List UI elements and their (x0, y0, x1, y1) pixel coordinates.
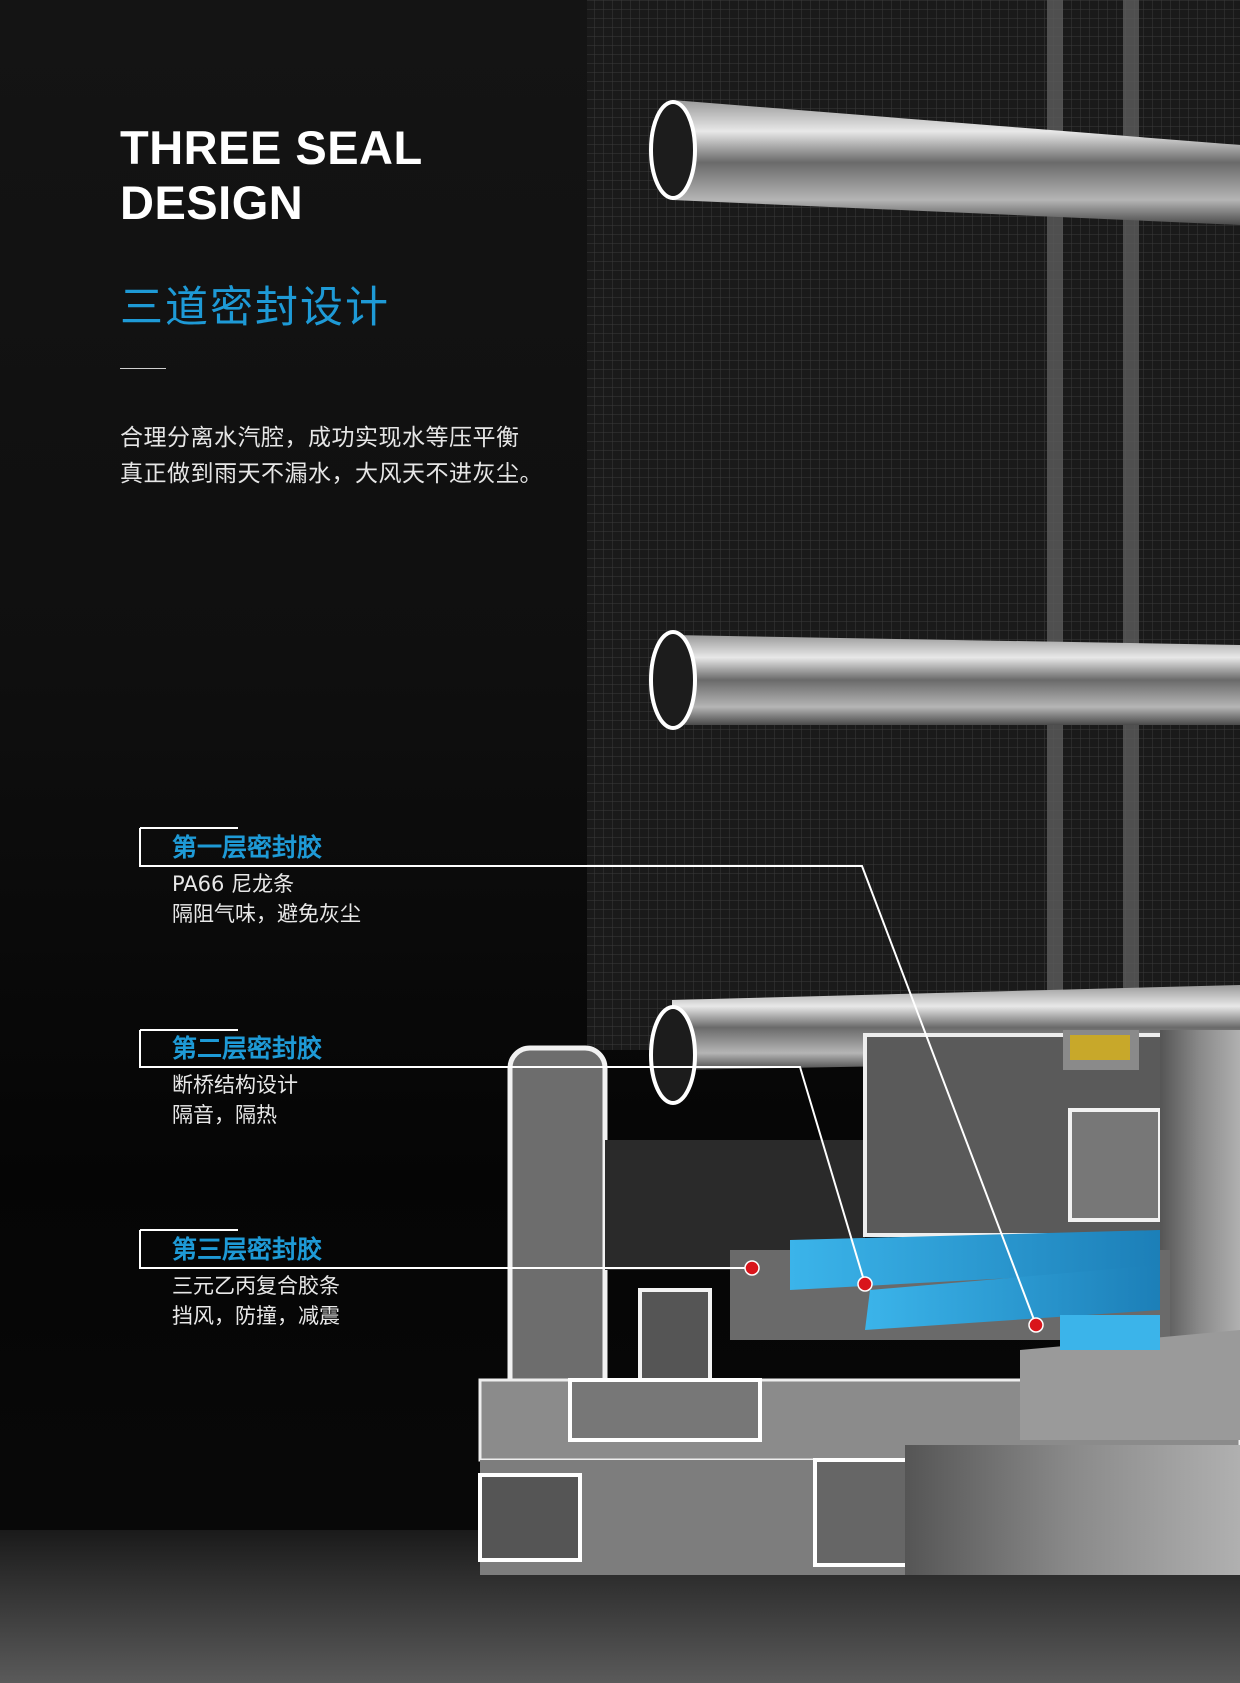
marker-seal-1 (1028, 1317, 1044, 1333)
gasket-2 (865, 1265, 1160, 1330)
description-line: 合理分离水汽腔，成功实现水等压平衡 (120, 425, 520, 451)
leader-seal-3 (139, 1229, 752, 1269)
marker-seal-2 (857, 1276, 873, 1292)
seal-title: 第二层密封胶 (172, 1034, 323, 1063)
seal-callout-2: 第二层密封胶 断桥结构设计 隔音，隔热 (172, 1032, 322, 1130)
screen-rods (649, 100, 1240, 1105)
divider (120, 368, 166, 369)
description: 合理分离水汽腔，成功实现水等压平衡 真正做到雨天不漏水，大风天不进灰尘。 (120, 420, 543, 492)
title-line-1: THREE SEAL (120, 121, 423, 174)
leader-seal-2 (139, 1029, 866, 1285)
title-chinese: 三道密封设计 (120, 283, 390, 333)
epdm-gaskets (790, 1230, 1160, 1350)
leader-seal-1 (139, 827, 1037, 1326)
seal-detail: 隔阻气味，避免灰尘 (172, 902, 361, 926)
seal-title: 第一层密封胶 (172, 833, 323, 862)
seal-detail: 断桥结构设计 (172, 1073, 298, 1097)
glass-panes (1047, 0, 1139, 1040)
seal-title: 第三层密封胶 (172, 1235, 323, 1264)
callout-leaders (139, 827, 1037, 1326)
seal-detail: 挡风，防撞，减震 (172, 1304, 340, 1328)
title-line-2: DESIGN (120, 176, 304, 229)
title-english: THREE SEAL DESIGN (120, 120, 423, 230)
seal-detail: 三元乙丙复合胶条 (172, 1274, 340, 1298)
gasket-1 (1060, 1315, 1160, 1350)
seal-markers (744, 1260, 1044, 1333)
seal-callout-3: 第三层密封胶 三元乙丙复合胶条 挡风，防撞，减震 (172, 1233, 340, 1331)
seal-callout-1: 第一层密封胶 PA66 尼龙条 隔阻气味，避免灰尘 (172, 831, 361, 929)
marker-seal-3 (744, 1260, 760, 1276)
seal-detail: 隔音，隔热 (172, 1103, 277, 1127)
seal-detail: PA66 尼龙条 (172, 872, 295, 896)
description-line: 真正做到雨天不漏水，大风天不进灰尘。 (120, 461, 543, 487)
